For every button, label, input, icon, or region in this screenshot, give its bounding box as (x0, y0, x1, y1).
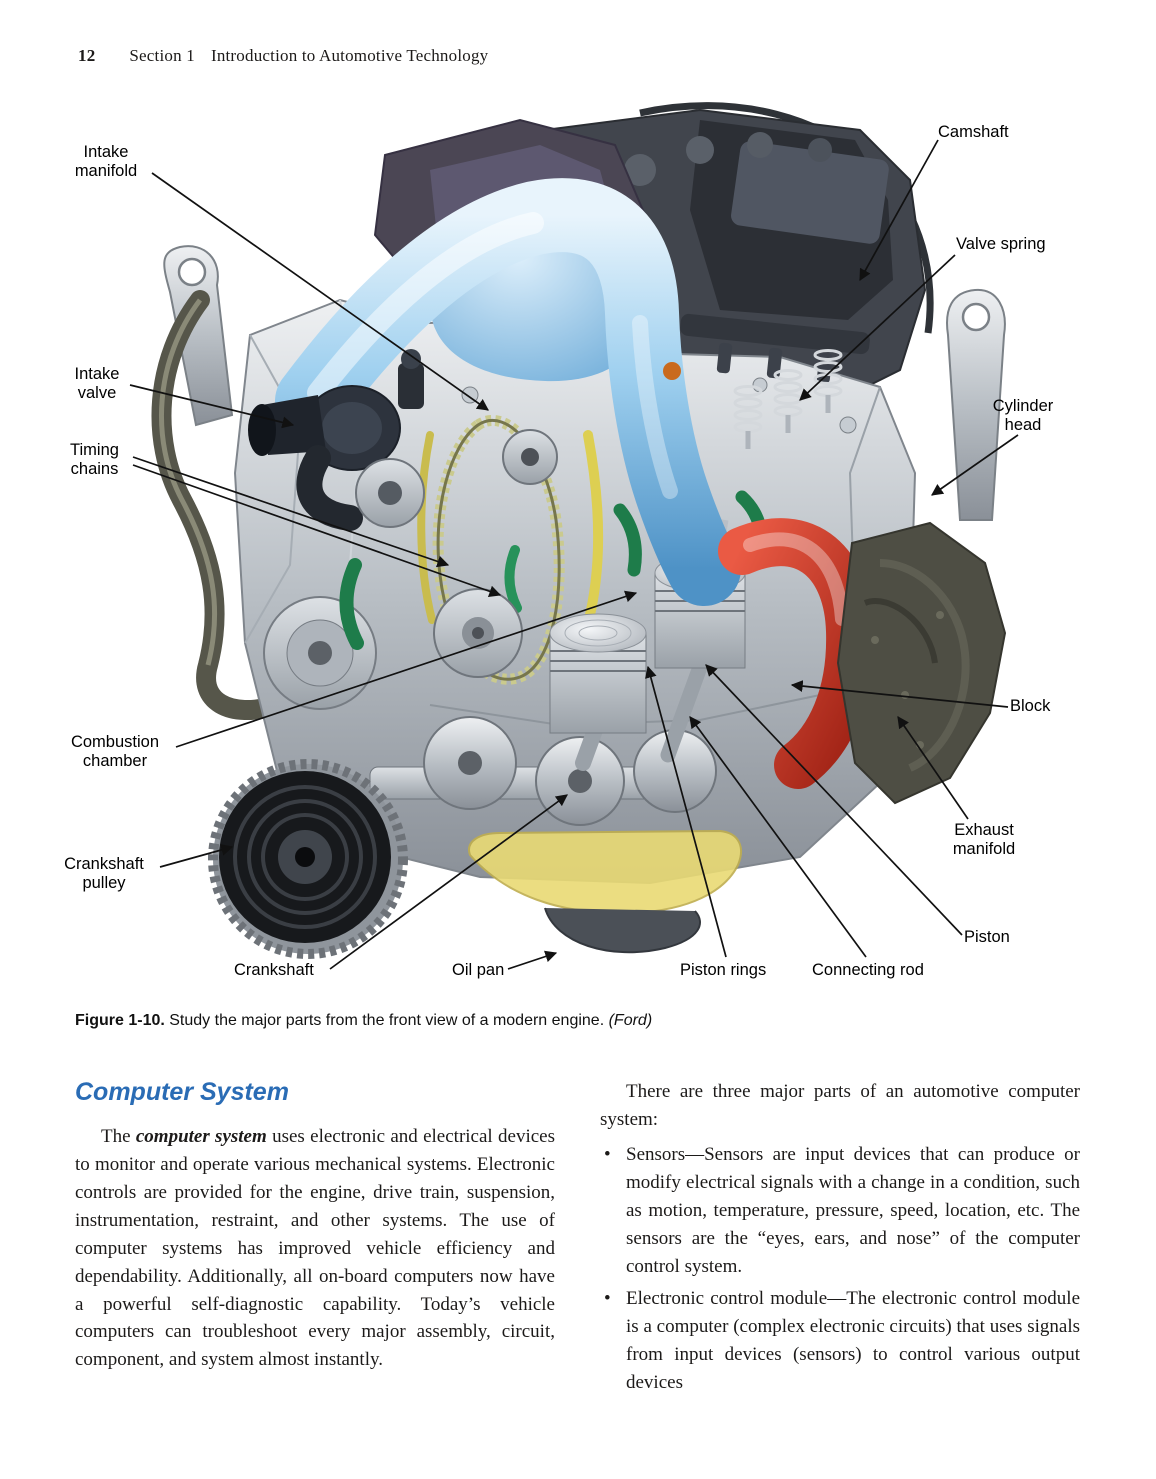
engine-part-intake-manifold (275, 178, 741, 606)
fig-label-block: Block (1010, 697, 1051, 715)
fig-label-camshaft: Camshaft (938, 123, 1009, 141)
engine-part-block (233, 298, 917, 885)
computer-system-heading: Computer System (75, 1078, 289, 1106)
fig-label-connecting-rod: Connecting rod (812, 961, 924, 979)
engine-part-valvetrain (663, 313, 870, 449)
page-header: 12 Section 1 Introduction to Automotive Te… (78, 46, 488, 66)
computer-parts-list: Sensors—Sensors are input devices that c… (600, 1141, 1080, 1397)
engine-part-crankshaft (369, 716, 717, 826)
fig-label-crankshaft-pulley: Crankshaft pulley (64, 855, 144, 893)
list-item-sensors: Sensors—Sensors are input devices that c… (600, 1141, 1080, 1281)
section-title: Introduction to Automotive Technology (210, 46, 489, 65)
computer-system-term: computer system (135, 1126, 267, 1147)
fig-label-crankshaft: Crankshaft (234, 961, 314, 979)
fig-label-intake-manifold: Intake manifold (74, 143, 138, 181)
right-column: There are three major parts of an automo… (600, 1078, 1080, 1402)
engine-part-oil-pan (468, 829, 742, 954)
fig-label-intake-valve: Intake valve (74, 365, 120, 403)
article-columns: Computer System The computer system uses… (75, 1078, 1081, 1402)
fig-label-exhaust-manifold: Exhaust manifold (952, 821, 1016, 859)
list-item-electronic-control-module: Electronic control module—The electronic… (600, 1285, 1080, 1397)
engine-part-connecting-rods (575, 659, 708, 771)
engine-part-timing-chain (417, 414, 604, 685)
three-parts-intro: There are three major parts of an automo… (600, 1081, 1080, 1130)
leader-lines (129, 139, 1019, 970)
fig-label-piston: Piston (964, 928, 1010, 946)
fig-label-piston-rings: Piston rings (680, 961, 767, 979)
paragraph-text-before: The (101, 1126, 136, 1147)
figure-caption: Figure 1-10. Study the major parts from … (75, 1012, 1081, 1030)
fig-label-cylinder-head: Cylinder head (992, 397, 1054, 435)
engine-part-crankshaft-pulley (208, 759, 408, 959)
fig-label-timing-chains: Timing chains (70, 441, 119, 479)
page-number: 12 (78, 46, 96, 65)
computer-system-paragraph: The computer system uses electronic and … (75, 1123, 555, 1374)
engine-part-exhaust-manifold (836, 521, 1007, 805)
paragraph-text-after: uses electronic and electrical devices t… (75, 1126, 555, 1371)
figure-caption-credit: (Ford) (608, 1012, 653, 1029)
fig-label-valve-spring: Valve spring (956, 235, 1046, 253)
fig-label-oil-pan: Oil pan (452, 961, 505, 979)
left-column: Computer System The computer system uses… (75, 1078, 555, 1402)
engine-part-bracket-right (946, 288, 1006, 521)
engine-figure: Intake manifold Camshaft Valve spring In… (0, 95, 1156, 995)
engine-illustration (129, 102, 1019, 970)
fig-label-combustion-chamber: Combustion chamber (70, 733, 160, 771)
section-label: Section 1 (129, 46, 195, 65)
engine-part-throttle-body (248, 349, 425, 531)
figure-caption-label: Figure 1-10. (75, 1012, 165, 1029)
figure-caption-text: Study the major parts from the front vie… (164, 1012, 609, 1029)
